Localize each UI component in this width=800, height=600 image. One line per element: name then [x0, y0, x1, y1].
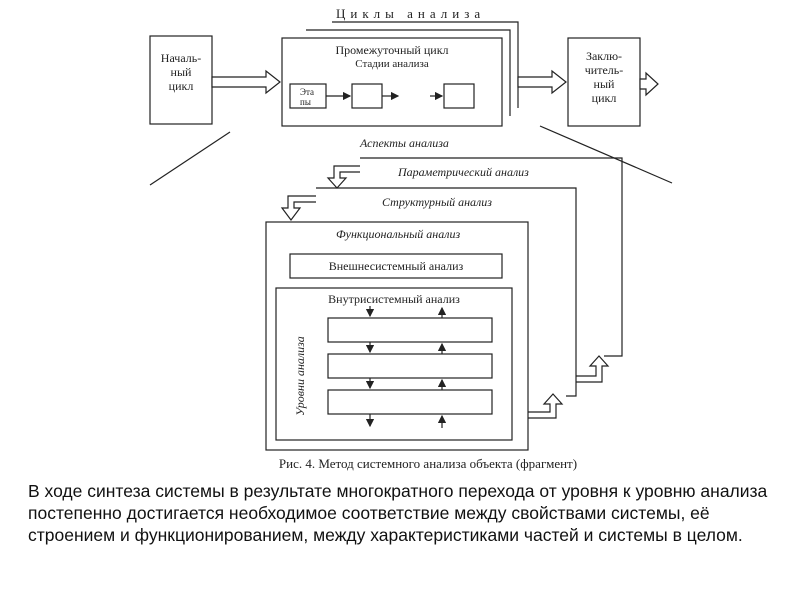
start-cycle-label-3: цикл: [169, 79, 194, 93]
aspects-section: [265, 157, 623, 451]
start-cycle-label-2: ный: [171, 65, 192, 79]
parametric-frame: [360, 157, 623, 357]
final-cycle-label-1: Заклю-: [586, 49, 622, 63]
projection-line-left: [149, 131, 231, 186]
structural-frame: [316, 187, 577, 397]
parametric-label: Параметрический анализ: [397, 165, 529, 179]
projection-line-right: [539, 125, 673, 184]
final-cycle-label-3: ный: [594, 77, 615, 91]
intermediate-cycle-label: Промежуточный цикл: [335, 43, 448, 57]
internal-analysis-label: Внутрисистемный анализ: [328, 292, 460, 306]
internal-analysis-box: [275, 287, 513, 441]
stages-label-1: Эта: [300, 87, 314, 97]
levels-label: Уровни анализа: [293, 336, 307, 416]
body-paragraph: В ходе синтеза системы в результате мног…: [28, 481, 768, 545]
intermediate-cycle-box: [281, 37, 503, 127]
cycles-labels: Циклы анализа Началь- ный цикл Промежуто…: [161, 6, 623, 150]
level-box-3: [327, 389, 493, 415]
start-cycle-box: [149, 35, 213, 125]
cycle-frame-back-1: [306, 29, 511, 116]
block-arrow-final-out: [639, 71, 659, 97]
stage-box-2: [443, 83, 475, 109]
level-box-1: [327, 317, 493, 343]
final-cycle-label-4: цикл: [592, 91, 617, 105]
functional-label: Функциональный анализ: [336, 227, 460, 241]
aspects-title: Аспекты анализа: [359, 136, 449, 150]
stages-label-2: пы: [300, 97, 311, 107]
figure-caption: Рис. 4. Метод системного анализа объекта…: [279, 456, 577, 471]
cycles-section: [149, 21, 673, 186]
analysis-stages-label: Стадии анализа: [355, 58, 429, 70]
structural-label: Структурный анализ: [382, 195, 492, 209]
aspects-labels: Параметрический анализ Структурный анали…: [279, 165, 577, 471]
external-analysis-label: Внешнесистемный анализ: [329, 259, 464, 273]
block-arrow-start-to-intermediate: [211, 69, 281, 95]
bent-arrow-structural-to-parametric: [576, 355, 610, 383]
cycles-title: Циклы анализа: [336, 6, 485, 21]
final-cycle-label-2: читель-: [585, 63, 623, 77]
bent-arrow-functional-to-structural: [528, 393, 564, 419]
functional-frame: [265, 221, 529, 451]
start-cycle-label-1: Началь-: [161, 51, 201, 65]
bent-arrow-parametric-to-structural: [326, 165, 360, 189]
external-analysis-box: [289, 253, 503, 279]
level-box-2: [327, 353, 493, 379]
system-analysis-diagram: Циклы анализа Началь- ный цикл Промежуто…: [149, 6, 673, 471]
bent-arrow-structural-to-functional: [280, 195, 316, 221]
block-arrow-intermediate-to-final: [517, 69, 567, 95]
